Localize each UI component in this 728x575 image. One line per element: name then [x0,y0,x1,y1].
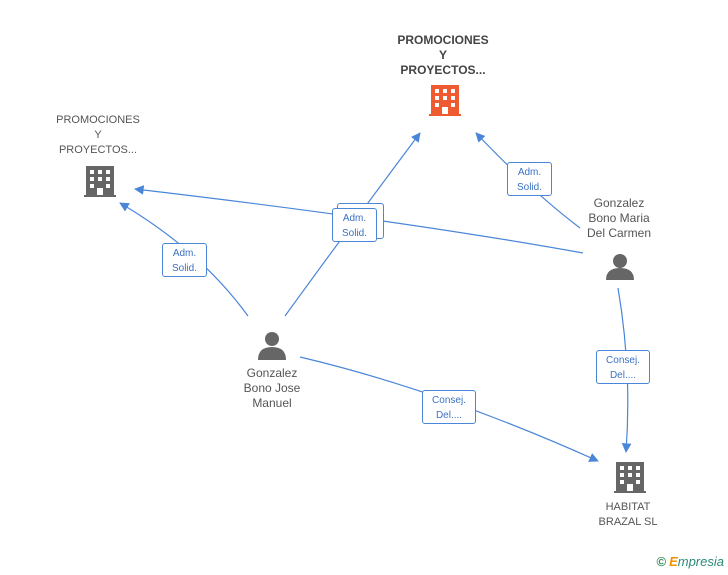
building-icon-top [429,85,461,116]
edge-label-adm-solid-center[interactable]: Adm. Solid. [332,208,377,242]
edge-label-adm-solid-maria-top[interactable]: Adm. Solid. [507,162,552,196]
copyright-icon: © [656,554,667,569]
edge-label-line: Adm. [172,248,197,259]
person-name-line: Bono Maria [588,211,650,225]
edge-label-line: Solid. [516,182,542,193]
person-icon-jose [258,332,286,360]
building-icon-habitat [614,462,646,493]
company-name-line: BRAZAL SL [598,516,658,528]
edge-label-consej-del-jose-habitat[interactable]: Consej. Del.... [422,390,476,424]
person-node-maria[interactable]: Gonzalez Bono Maria Del Carmen [569,196,669,241]
company-name-line: PROMOCIONES [397,33,489,47]
edge-label-line: Consej. [432,395,466,406]
company-node-top[interactable]: PROMOCIONES Y PROYECTOS... [380,33,506,78]
company-name-line: Y [94,129,102,141]
brand-initial: E [669,554,678,569]
edge-label-line: Adm. [517,167,542,178]
company-name-line: PROMOCIONES [56,114,140,126]
edge-label-line: Consej. [606,355,640,366]
edge-label-line: Solid. [341,228,367,239]
company-name-line: PROYECTOS... [400,63,486,77]
person-node-jose[interactable]: Gonzalez Bono Jose Manuel [222,366,322,411]
company-name-line: PROYECTOS... [58,144,138,156]
company-node-left[interactable]: PROMOCIONES Y PROYECTOS... [40,113,156,158]
edge-label-line: Del.... [609,370,637,381]
edge-label-line: Solid. [171,263,197,274]
brand-rest: mpresia [677,554,724,569]
person-name-line: Gonzalez [246,366,298,380]
company-node-habitat[interactable]: HABITAT BRAZAL SL [578,500,678,530]
person-name-line: Bono Jose [243,381,301,395]
person-name-line: Manuel [252,396,292,410]
brand-logo: Empresia [669,554,724,569]
footer-brand: ©Empresia [656,554,724,569]
building-icon-left [84,166,116,197]
edge-label-line: Del.... [435,410,463,421]
edge-label-line: Adm. [342,213,367,224]
company-name-line: HABITAT [605,501,651,513]
edge-label-consej-del-maria-habitat[interactable]: Consej. Del.... [596,350,650,384]
person-name-line: Del Carmen [586,226,652,240]
edge-label-adm-solid-jose-left[interactable]: Adm. Solid. [162,243,207,277]
person-name-line: Gonzalez [593,196,645,210]
company-name-line: Y [438,48,447,62]
person-icon-maria [606,254,634,280]
